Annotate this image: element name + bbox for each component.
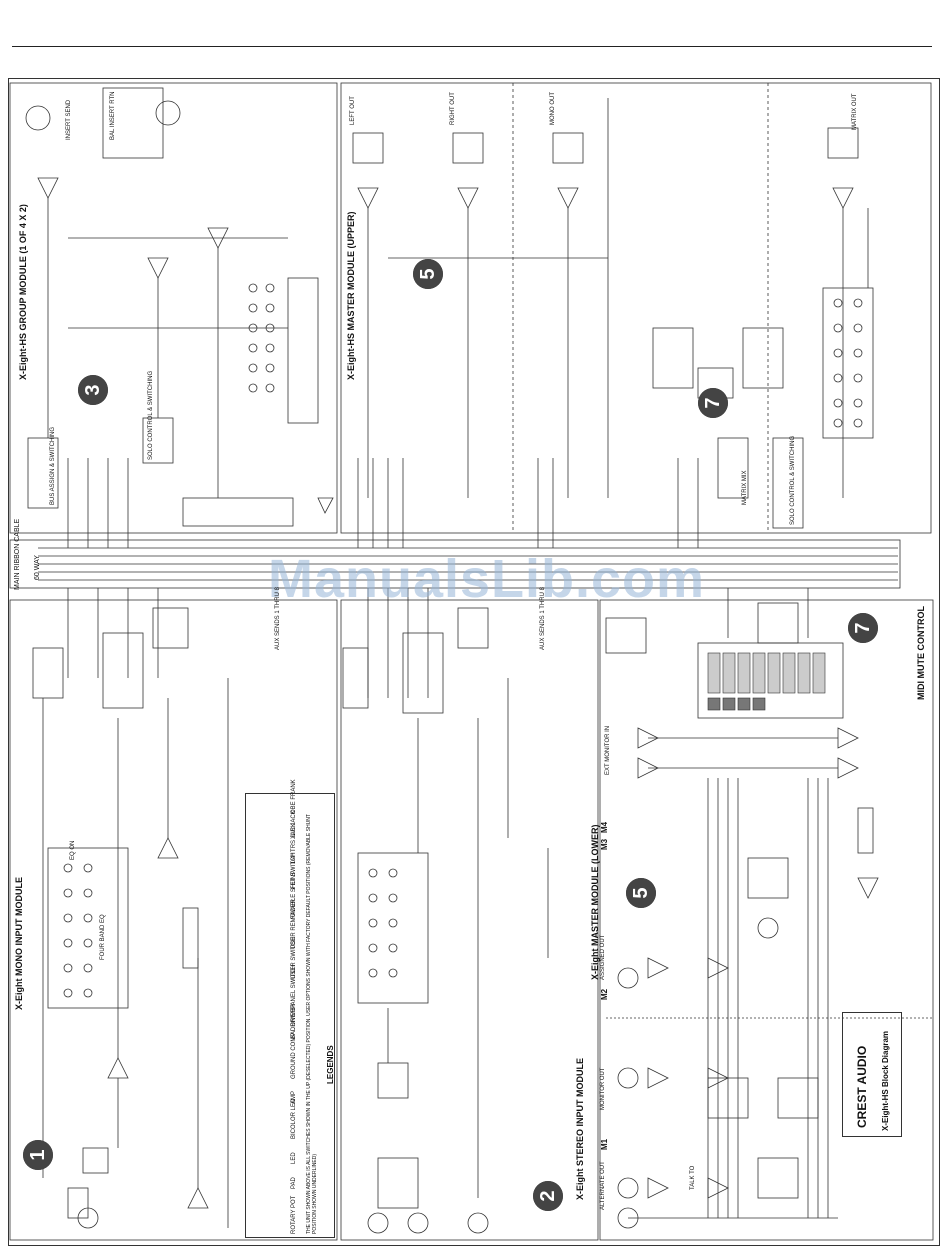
legend-item: OBE FRANK <box>291 779 297 814</box>
module-number-7-upper: 7 <box>698 388 728 418</box>
monitor-out-label: MONITOR OUT <box>600 1067 606 1110</box>
ext-monitor-in-label: EXT MONITOR IN <box>605 725 611 775</box>
matrix-out-label: MATRIX OUT <box>852 93 858 130</box>
aux-sends-label: AUX SENDS 1 THRU 8 <box>275 587 281 650</box>
legend-item: AMP <box>291 1090 297 1104</box>
aux-sends-stereo-label: AUX SENDS 1 THRU 8 <box>540 587 546 650</box>
module-number-5-lower: 5 <box>626 878 656 908</box>
diagram-caption: X-Eight-HS Block Diagram <box>881 1030 890 1131</box>
midi-mute-title: MIDI MUTE CONTROL <box>916 606 926 700</box>
module-number-5-upper: 5 <box>413 259 443 289</box>
bus-assign-label: BUS ASSIGN & SWITCHING <box>50 426 56 505</box>
watermark: ManualsLib.com <box>268 549 706 609</box>
ribbon-way: 60 WAY <box>34 555 41 580</box>
master-lower-panel <box>599 599 934 1241</box>
master-lower-title: X-Eight MASTER MODULE (LOWER) <box>590 824 600 980</box>
module-number-2: 2 <box>533 1181 563 1211</box>
bal-insert-rtn-label: BAL INSERT RTN <box>110 91 116 140</box>
legend-item: LED <box>291 1152 297 1164</box>
talkback-label: TALK TO <box>690 1165 696 1190</box>
legend-item: ROTARY POT <box>291 1195 297 1234</box>
brand-box: CREST AUDIO X-Eight-HS Block Diagram <box>842 1012 902 1137</box>
page-top-rule <box>12 46 932 47</box>
matrix-mix-label: MATRIX MIX <box>742 470 748 505</box>
mono-out-label: MONO OUT <box>550 92 556 125</box>
legend-item: FADER <box>291 898 297 919</box>
legend-box: LEGENDS ROTARY POT PAD LED BICOLOR LED A… <box>245 779 335 1238</box>
block-diagram-drawing <box>9 82 934 1241</box>
solo-control-upper-label: SOLO CONTROL & SWITCHING <box>790 435 796 525</box>
legend-item: BICOLOR LED <box>291 1098 297 1139</box>
four-band-eq-label: FOUR BAND EQ <box>100 914 106 960</box>
module-number-3: 3 <box>78 375 108 405</box>
left-out-label: LEFT OUT <box>350 96 356 125</box>
m4-label: M4 <box>600 821 609 833</box>
stereo-input-title: X-Eight STEREO INPUT MODULE <box>575 1057 585 1200</box>
assigned-out-label: ASSIGNED OUT <box>600 934 606 980</box>
mono-input-panel <box>9 599 338 1241</box>
master-upper-title: X-Eight-HS MASTER MODULE (UPPER) <box>346 211 356 381</box>
main-ribbon <box>9 539 901 589</box>
module-number-7-lower: 7 <box>848 613 878 643</box>
legend-title: LEGENDS <box>326 1045 335 1084</box>
right-out-label: RIGHT OUT <box>450 92 456 125</box>
legend-item: PAD <box>291 1177 297 1189</box>
ribbon-label: MAIN RIBBON CABLE <box>14 518 21 590</box>
mono-input-title: X-Eight MONO INPUT MODULE <box>14 877 24 1010</box>
m1-label: M1 <box>600 1138 609 1150</box>
group-module-title: X-Eight-HS GROUP MODULE (1 OF 4 X 2) <box>18 204 28 380</box>
legend-item: XLR JACK <box>291 810 297 839</box>
insert-send-label: INSERT SEND <box>66 99 72 140</box>
diagram-frame <box>8 78 940 1246</box>
solo-control-label: SOLO CONTROL & SWITCHING <box>148 370 154 460</box>
alternate-out-label: ALTERNATE OUT <box>600 1161 606 1210</box>
m2-label: M2 <box>600 988 609 1000</box>
legend-note: THE UNIT SHOWN ABOVE IS ALL SWITCHES SHO… <box>306 814 318 1234</box>
eq-on-label: EQ ON <box>70 840 76 860</box>
group-module-panel <box>9 82 338 534</box>
master-upper-panel <box>340 82 932 534</box>
stereo-input-panel <box>340 599 599 1241</box>
module-number-1: 1 <box>23 1140 53 1170</box>
crest-audio-logo: CREST AUDIO <box>855 1045 869 1128</box>
m3-label: M3 <box>600 838 609 850</box>
